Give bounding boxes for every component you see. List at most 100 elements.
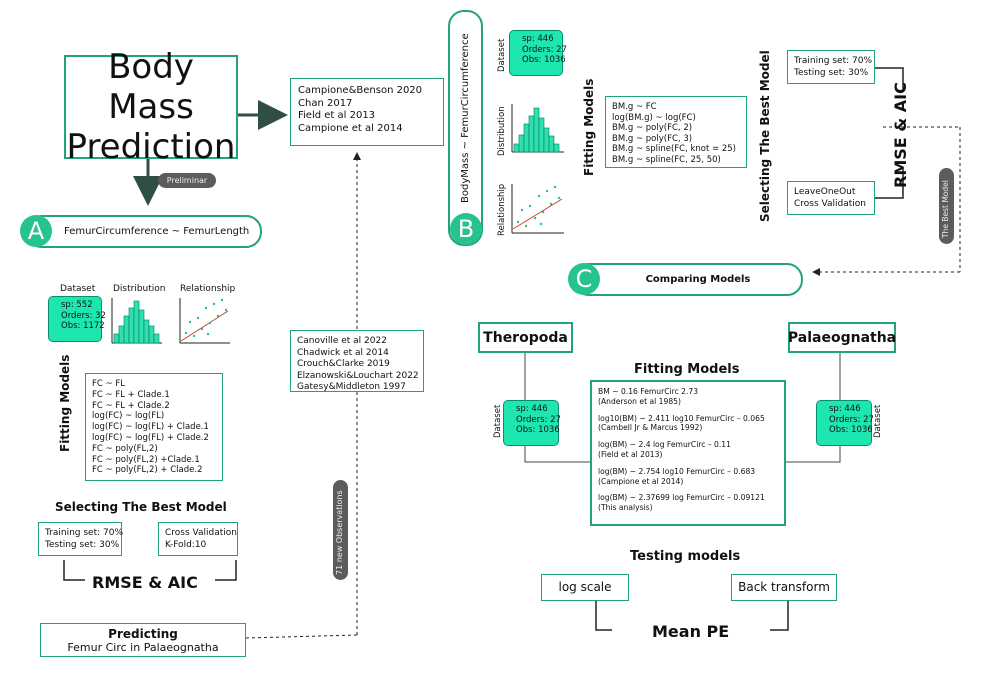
best-model-badge	[939, 168, 954, 244]
model-item: FC ~ poly(FL,2) + Clade.2	[92, 465, 203, 476]
bracket-b-split	[875, 67, 904, 90]
theropoda-dataset-species: sp: 446	[516, 404, 548, 414]
model-item: BM.g ~ spline(FC, knot = 25)	[612, 144, 736, 154]
a-split-box: Training set: 70% Testing set: 30%	[38, 522, 124, 556]
model-item: log(BM.g) ~ log(FC)	[612, 112, 696, 123]
b-loo-method: LeaveOneOut	[794, 187, 856, 197]
equation-source: (This analysis)	[598, 503, 653, 513]
log-scale-box: log scale	[541, 574, 629, 601]
a-fitting-label: Fitting Models	[58, 354, 72, 452]
model-item: FC ~ FL + Clade.2	[92, 400, 170, 411]
section-c-title: Comparing Models	[645, 274, 751, 285]
palaeognatha-dataset-card: sp: 446 Orders: 27 Obs: 1036	[816, 400, 874, 446]
b-split-box: Training set: 70% Testing set: 30%	[787, 50, 875, 84]
b-distribution-heading: Distribution	[497, 106, 507, 156]
b-distribution-histogram	[511, 104, 564, 153]
palaeognatha-dataset-heading: Dataset	[873, 404, 883, 438]
theropoda-dataset-obs: Obs: 1036	[516, 425, 560, 435]
theropoda-dataset-orders: Orders: 27	[516, 414, 561, 425]
section-c-header: Comparing Models	[573, 263, 803, 296]
equation-source: (Campione et al 2014)	[598, 476, 684, 486]
section-a-header: FemurCircumference ~ FemurLength	[26, 215, 262, 248]
a-cv-box: Cross Validation K-Fold:10	[158, 522, 238, 556]
reference-item: Chadwick et al 2014	[297, 347, 389, 358]
references-mid-box: Canoville et al 2022 Chadwick et al 2014…	[290, 330, 424, 392]
main-title-box: Body Mass Prediction	[64, 47, 238, 167]
new-observations-label: 71 new Observations	[335, 490, 344, 575]
a-relationship-heading: Relationship	[180, 284, 236, 294]
theropoda-box: Theropoda	[478, 322, 573, 353]
b-loo-box: LeaveOneOut Cross Validation	[787, 181, 875, 215]
a-testing-set: Testing set: 30%	[45, 539, 120, 550]
a-metric: RMSE & AIC	[92, 573, 198, 592]
a-dataset-obs: Obs: 1172	[61, 321, 105, 331]
b-dataset-orders: Orders: 27	[522, 44, 567, 55]
bracket-c-back	[770, 600, 789, 631]
predicting-title: Predicting	[108, 627, 178, 641]
a-cv-method: Cross Validation	[165, 528, 237, 538]
equation: log(BM) ~ 2.4 log FemurCirc – 0.11	[598, 440, 731, 450]
b-dataset-species: sp: 446	[522, 34, 554, 44]
a-training-set: Training set: 70%	[45, 528, 124, 538]
reference-item: Elzanowski&Louchart 2022	[297, 370, 419, 381]
bracket-b-loo	[875, 168, 904, 199]
theropoda-dataset-card: sp: 446 Orders: 27 Obs: 1036	[503, 400, 561, 446]
c-testing-title: Testing models	[630, 549, 741, 564]
section-c-letter: C	[568, 263, 600, 295]
equation: log10(BM) ~ 2.411 log10 FemurCirc – 0.06…	[598, 413, 765, 423]
new-observations-badge	[333, 480, 348, 580]
b-loo-cv: Cross Validation	[794, 198, 866, 209]
best-model-label: The Best Model	[941, 180, 950, 238]
model-item: FC ~ poly(FL,2) +Clade.1	[92, 454, 200, 465]
theropoda-to-models	[524, 446, 590, 463]
a-distribution-heading: Distribution	[113, 284, 166, 294]
log-scale-label: log scale	[558, 580, 612, 594]
section-a-letter: A	[20, 215, 52, 247]
equation: log(BM) ~ 2.754 log10 FemurCirc – 0.683	[598, 466, 756, 476]
a-dataset-heading: Dataset	[60, 284, 96, 294]
bracket-c-log	[595, 600, 612, 631]
model-item: FC ~ FL + Clade.1	[92, 389, 170, 400]
model-item: BM.g ~ poly(FC, 2)	[612, 123, 693, 133]
back-transform-box: Back transform	[731, 574, 837, 601]
model-item: BM.g ~ poly(FC, 3)	[612, 133, 693, 144]
section-b-letter: B	[450, 213, 482, 245]
b-dataset-obs: Obs: 1036	[522, 55, 566, 65]
b-training-set: Training set: 70%	[794, 56, 873, 66]
section-a-title: FemurCircumference ~ FemurLength	[64, 226, 250, 237]
a-cv-kfold: K-Fold:10	[165, 539, 207, 550]
b-models-box: BM.g ~ FC log(BM.g) ~ log(FC) BM.g ~ pol…	[605, 96, 747, 168]
model-item: FC ~ poly(FL,2)	[92, 443, 158, 454]
theropoda-dataset-heading: Dataset	[493, 404, 503, 438]
model-item: FC ~ FL	[92, 379, 125, 389]
main-title-line-2: Prediction	[66, 127, 236, 167]
c-fitting-title: Fitting Models	[634, 362, 740, 377]
b-relationship-scatter	[511, 184, 564, 234]
b-testing-set: Testing set: 30%	[794, 67, 869, 78]
reference-item: Gatesy&Middleton 1997	[297, 382, 406, 392]
references-top-box: Campione&Benson 2020 Chan 2017 Field et …	[290, 78, 444, 146]
back-transform-label: Back transform	[738, 580, 830, 594]
bracket-a-split	[63, 560, 85, 581]
reference-item: Field et al 2013	[298, 110, 376, 121]
b-metric: RMSE & AIC	[891, 82, 910, 188]
model-item: BM.g ~ FC	[612, 102, 657, 112]
section-b-header	[448, 10, 483, 246]
palaeognatha-label: Palaeognatha	[787, 329, 897, 346]
a-dataset-species: sp: 552	[61, 300, 93, 310]
bracket-a-cv	[215, 560, 237, 581]
model-item: log(FC) ~ log(FL) + Clade.2	[92, 432, 209, 443]
palaeognatha-to-models	[785, 446, 841, 463]
a-dataset-card: sp: 552 Orders: 32 Obs: 1172	[48, 296, 106, 342]
b-dataset-card: sp: 446 Orders: 27 Obs: 1036	[509, 30, 567, 76]
model-item: log(FC) ~ log(FL)	[92, 411, 165, 422]
c-equations-box: BM ~ 0.16 FemurCirc 2.73(Anderson et al …	[590, 380, 786, 526]
theropoda-label: Theropoda	[483, 329, 568, 346]
equation-source: (Field et al 2013)	[598, 449, 663, 459]
a-distribution-histogram	[111, 298, 162, 344]
a-relationship-scatter	[179, 298, 230, 344]
palaeognatha-dataset-obs: Obs: 1036	[829, 425, 873, 435]
a-selecting-title: Selecting The Best Model	[55, 500, 227, 514]
equation-source: (Anderson et al 1985)	[598, 396, 681, 406]
